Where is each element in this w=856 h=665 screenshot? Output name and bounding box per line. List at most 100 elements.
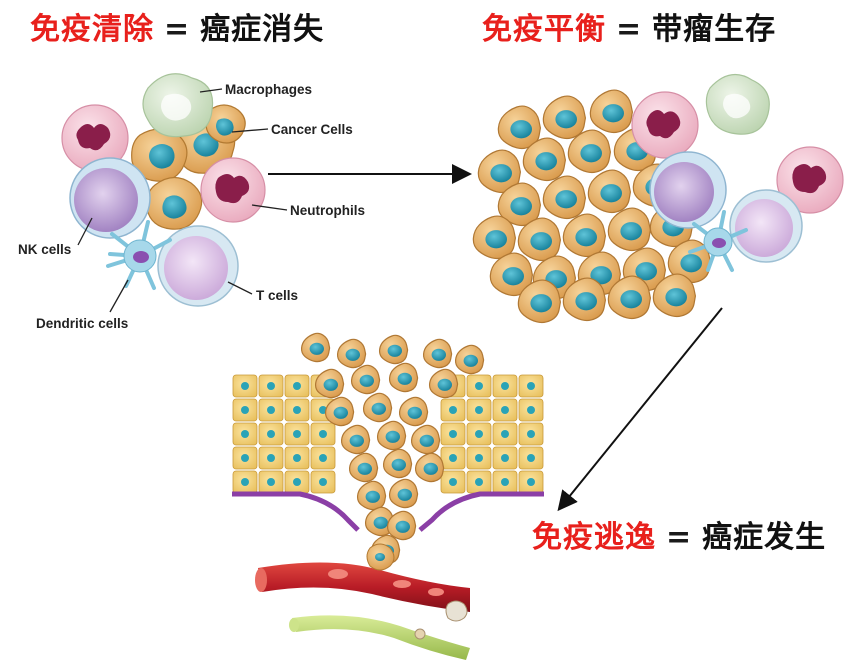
t-cell [157,225,239,307]
cancer-cell [378,334,409,365]
cancer-cell [356,480,387,511]
epithelial-cell [232,470,258,494]
epithelial-cell [284,398,310,422]
epithelial-cell [232,446,258,470]
neutrophil-cell [61,104,129,172]
lymph-vessel [289,615,470,660]
epithelial-cell [466,398,492,422]
epithelial-cell [466,422,492,446]
panel-clearance: Macrophages Cancer Cells Neutrophils NK … [18,73,365,331]
cancer-cell-cluster [131,104,246,230]
cancer-cell [300,332,331,363]
epithelial-cell [440,398,466,422]
epithelial-cell [310,470,336,494]
cancer-cell [454,344,485,375]
heading-red-term: 免疫逃逸 [532,520,656,555]
cancer-cell [410,424,441,455]
epithelial-cell [284,446,310,470]
epithelial-cell [492,398,518,422]
epithelial-cell [518,374,544,398]
epithelial-cell [232,374,258,398]
heading-result: 癌症消失 [200,12,325,47]
basement-membrane [232,491,544,532]
equals-sign: = [164,12,191,47]
label-neutrophils: Neutrophils [290,203,365,218]
epithelial-cell [518,446,544,470]
heading-immune-clearance: 免疫清除 = 癌症消失 [30,12,324,48]
epithelial-cell [440,446,466,470]
cancer-cell [414,452,445,483]
epithelial-cell [492,422,518,446]
label-t-cells: T cells [256,288,298,303]
epithelial-cell [518,470,544,494]
cancer-cell [382,448,413,479]
cancer-cell [562,277,607,322]
equals-sign: = [666,520,693,555]
dendritic-cell [688,210,748,272]
heading-result: 癌症发生 [702,520,827,555]
cancer-cell [472,215,517,260]
cancer-cell [340,424,371,455]
heading-red-term: 免疫清除 [30,12,154,47]
epithelial-cell [440,422,466,446]
equals-sign: = [616,12,643,47]
panel-equilibrium [472,73,844,324]
label-nk-cells: NK cells [18,242,71,257]
cancer-cell [667,239,712,284]
epithelial-cell [258,422,284,446]
epithelial-cell [258,374,284,398]
epithelial-cell [284,470,310,494]
circulating-cancer-cell [366,543,395,571]
neutrophil-cell [776,146,844,214]
circulating-cancer-cell [445,600,468,622]
cancer-cell [348,452,379,483]
nk-cell [69,157,151,239]
cancer-cell [350,364,381,395]
blood-vessel [255,562,470,612]
cancer-cell [517,279,562,324]
cancer-cell [477,149,522,194]
cancer-cell [567,129,612,174]
epithelial-cell [258,470,284,494]
epithelial-cell [492,446,518,470]
cancer-cell [428,368,459,399]
epithelial-cell [284,374,310,398]
cancer-cell [517,217,562,262]
epithelial-cell [232,398,258,422]
cancer-cell [386,510,417,541]
epithelial-cell [310,422,336,446]
epithelial-cell [466,446,492,470]
tumor-mass [472,89,712,324]
arrow-equilibrium-to-escape [557,307,723,512]
epithelial-cell [232,422,258,446]
cancer-cell [314,368,345,399]
label-macrophages: Macrophages [225,82,312,97]
epithelial-cell [492,374,518,398]
epithelial-cell [518,398,544,422]
neutrophil-cell [631,91,699,159]
cancer-cell [542,95,587,140]
heading-immune-equilibrium: 免疫平衡=带瘤生存 [482,12,776,48]
cancer-cell [324,396,355,427]
cancer-cell [587,169,632,214]
epithelial-cell [518,422,544,446]
cancer-cell [362,392,393,423]
cancer-cell [388,362,419,393]
epithelial-cell [492,470,518,494]
macrophage-cell [142,73,214,138]
epithelial-cell [284,422,310,446]
epithelial-cell [466,374,492,398]
heading-red-term: 免疫平衡 [482,12,606,47]
cancer-cell [607,275,652,320]
epithelial-cell [440,470,466,494]
cancer-cell [607,207,652,252]
cancer-cell [652,273,697,318]
panel-escape [232,332,544,660]
cancer-cell [376,420,407,451]
nk-cell [649,151,727,229]
epithelial-cell [258,398,284,422]
neutrophil-cell [200,157,266,223]
cancer-cell [336,338,367,369]
label-dendritic-cells: Dendritic cells [36,316,128,331]
